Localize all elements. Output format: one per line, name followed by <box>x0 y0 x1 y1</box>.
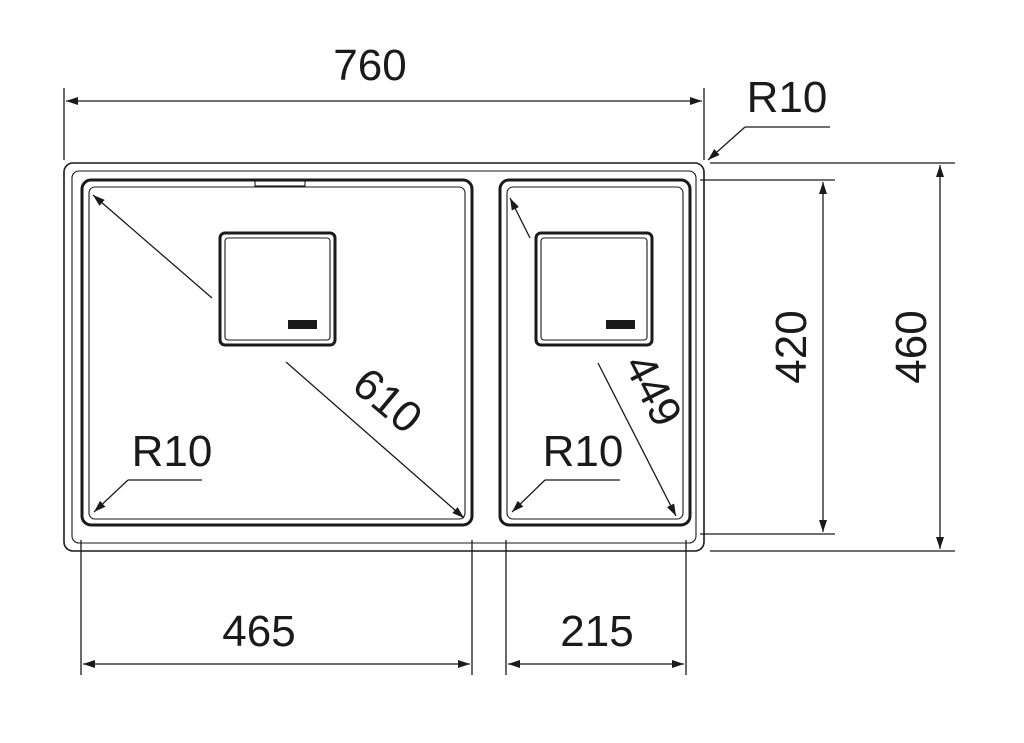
dimension-outer-radius: R10 <box>707 73 830 161</box>
large-bowl <box>80 178 474 527</box>
dimension-small-bowl-radius: R10 <box>511 427 624 513</box>
large-bowl-diagonal-label: 610 <box>343 359 431 444</box>
small-bowl-width-label: 215 <box>560 607 633 656</box>
bowl-depth-label: 420 <box>767 310 816 383</box>
large-bowl-width-label: 465 <box>222 607 295 656</box>
dimension-overall-depth: 460 <box>710 162 955 552</box>
large-bowl-radius-label: R10 <box>132 427 213 476</box>
small-bowl <box>498 178 692 527</box>
small-bowl-radius-label: R10 <box>543 427 624 476</box>
large-bowl-drain <box>218 231 337 347</box>
small-bowl-diagonal-label: 449 <box>614 347 691 435</box>
overall-depth-label: 460 <box>887 310 936 383</box>
dimension-overall-width: 760 <box>63 41 705 160</box>
dimension-small-bowl-width: 215 <box>505 540 687 675</box>
sink-outline <box>63 162 705 552</box>
dimension-large-bowl-radius: R10 <box>93 427 213 513</box>
outer-radius-label: R10 <box>747 73 828 122</box>
small-bowl-drain <box>534 231 654 347</box>
dimension-large-bowl-width: 465 <box>80 540 473 675</box>
dimension-bowl-depth: 420 <box>700 179 835 535</box>
overall-width-label: 760 <box>333 41 406 90</box>
